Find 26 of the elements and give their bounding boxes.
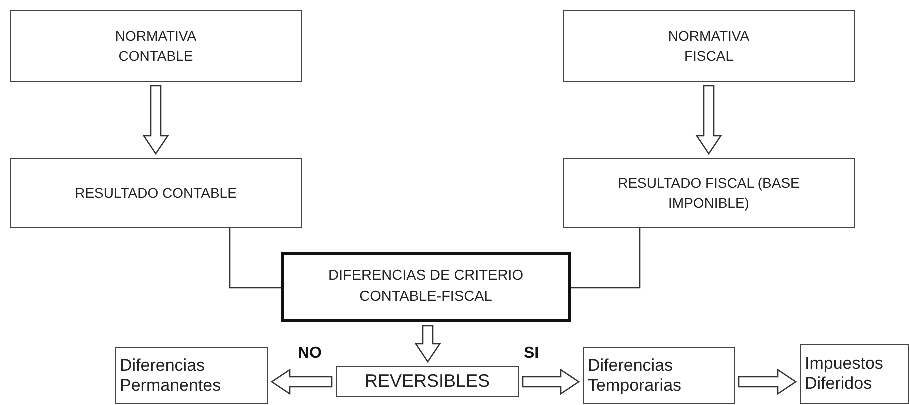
process-box [10,10,302,82]
block-arrow [696,85,722,156]
box-text: DIFERENCIAS DE CRITERIO CONTABLE-FISCAL [328,266,524,307]
box-text: Diferencias Temporarias [588,356,683,396]
result-box [563,158,855,228]
block-arrow [270,368,333,396]
block-arrow [414,325,442,364]
connector-line [229,228,281,289]
block-arrow [522,368,580,396]
connector-line [571,228,641,289]
box-text: Impuestos Diferidos [805,354,884,394]
box-text: REVERSIBLES [364,371,490,392]
box-text: RESULTADO FISCAL (BASE IMPONIBLE) [617,174,801,213]
box-text: NORMATIVA FISCAL [667,26,751,66]
block-arrow [738,368,798,396]
box-text: NORMATIVA CONTABLE [114,26,198,66]
box-text: Diferencias Permanentes [120,356,222,396]
highlighted-box [281,252,571,322]
outcome-box [583,347,735,404]
block-arrow [142,85,170,156]
outcome-box [115,347,268,404]
box-text: RESULTADO CONTABLE [75,184,237,203]
outcome-box [800,344,909,404]
decision-box [336,366,519,397]
process-box [563,10,855,82]
result-box [10,158,302,228]
